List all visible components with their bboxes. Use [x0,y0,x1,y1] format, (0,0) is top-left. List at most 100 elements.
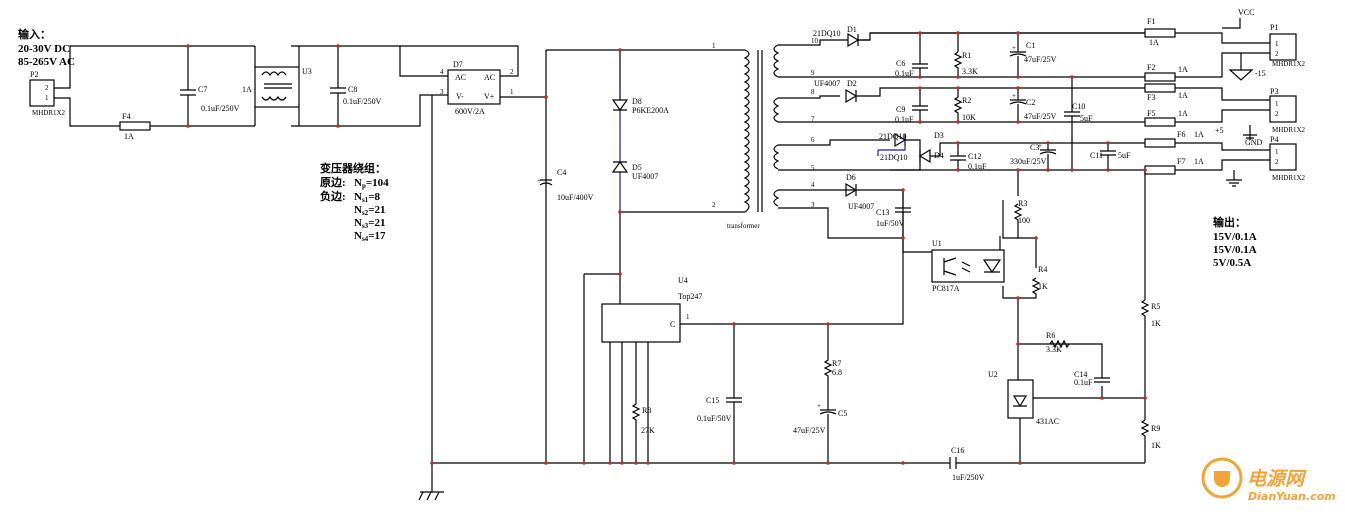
svg-text:C2: C2 [1026,98,1035,107]
svg-text:GND: GND [1245,138,1263,147]
svg-text:V+: V+ [484,92,495,101]
svg-text:10uF/400V: 10uF/400V [557,193,594,202]
svg-text:V-: V- [456,92,464,101]
svg-text:F1: F1 [1147,17,1155,26]
svg-text:3.3K: 3.3K [1046,345,1062,354]
svg-text:AC: AC [484,73,495,82]
bridge-rectifier-d7 [447,69,501,105]
svg-text:+: + [1012,44,1016,52]
svg-text:C14: C14 [1074,370,1087,379]
svg-text:C4: C4 [557,168,566,177]
fuse-f6 [1144,138,1176,148]
svg-text:变压器绕组：: 变压器绕组： [320,161,386,175]
svg-text:D1: D1 [847,25,857,34]
svg-text:D8: D8 [632,97,642,106]
svg-text:5uF: 5uF [1080,114,1093,123]
svg-text:MHDR1X2: MHDR1X2 [1272,126,1306,134]
svg-text:D5: D5 [632,163,642,172]
svg-text:+: + [537,177,541,185]
svg-text:R6: R6 [1046,331,1055,340]
svg-text:UF4007: UF4007 [632,172,658,181]
fuse-f2 [1144,72,1176,82]
svg-text:6.8: 6.8 [832,368,842,377]
svg-text:F3: F3 [1147,93,1155,102]
svg-text:100: 100 [1018,216,1030,225]
svg-text:负边:: 负边: [320,189,346,203]
input-title: 输入： [18,27,51,41]
svg-text:5: 5 [811,164,815,172]
svg-text:1A: 1A [1178,91,1188,100]
p2-part: MHDR1X2 [32,109,66,117]
svg-text:P4: P4 [1270,135,1278,144]
svg-text:UF4007: UF4007 [814,79,840,88]
input-voltage-ac: 85-265V AC [18,56,75,68]
svg-text:C13: C13 [876,208,889,217]
svg-text:1uF/50V: 1uF/50V [876,219,905,228]
svg-text:0.1uF: 0.1uF [895,69,914,78]
svg-text:1A: 1A [1149,38,1159,47]
svg-text:输出：: 输出： [1213,215,1246,229]
svg-text:21DQ10: 21DQ10 [880,153,908,162]
svg-text:+: + [817,402,821,410]
svg-text:6: 6 [811,136,815,144]
svg-text:C11: C11 [1090,151,1103,160]
svg-text:D2: D2 [847,79,857,88]
svg-text:U4: U4 [678,276,688,285]
svg-text:2: 2 [45,84,49,92]
svg-text:1: 1 [712,42,716,50]
svg-text:47uF/25V: 47uF/25V [793,426,826,435]
svg-text:1K: 1K [1151,319,1161,328]
svg-text:F5: F5 [1147,109,1155,118]
fuse-f3 [1144,83,1176,93]
svg-text:R1: R1 [962,51,971,60]
svg-text:C5: C5 [838,409,847,418]
svg-text:C10: C10 [1072,102,1085,111]
svg-text:1: 1 [1275,40,1279,48]
connector-p1 [1269,33,1297,61]
connector-p2 [29,79,55,107]
svg-text:1A: 1A [1178,65,1188,74]
svg-text:U3: U3 [302,67,312,76]
svg-text:1A: 1A [124,132,134,141]
svg-text:Np=104: Np=104 [354,177,389,190]
svg-text:4: 4 [440,68,444,76]
svg-text:MHDR1X2: MHDR1X2 [1272,174,1306,182]
svg-text:-15: -15 [1255,69,1266,78]
svg-text:1A: 1A [1194,130,1204,139]
svg-text:3: 3 [440,88,444,96]
fuse-f5 [1144,117,1176,127]
svg-text:7: 7 [811,115,815,123]
fuse-f7 [1144,165,1176,175]
junction-dots [186,31,1147,465]
svg-text:1A: 1A [1178,109,1188,118]
svg-text:F2: F2 [1147,63,1155,72]
svg-text:0.1uF/250V: 0.1uF/250V [343,97,382,106]
svg-text:2: 2 [510,68,514,76]
switcher-u4 [601,303,681,343]
svg-text:C9: C9 [896,105,905,114]
svg-text:C12: C12 [968,152,981,161]
svg-text:2: 2 [712,201,716,209]
svg-text:Ns1=8: Ns1=8 [354,191,380,204]
svg-text:600V/2A: 600V/2A [455,107,485,116]
svg-text:R4: R4 [1038,265,1047,274]
svg-text:Top247: Top247 [678,292,702,301]
svg-text:F7: F7 [1177,157,1185,166]
svg-text:+: + [1038,142,1042,150]
svg-text:UF4007: UF4007 [848,202,874,211]
svg-text:10: 10 [811,37,819,45]
svg-text:C7: C7 [198,85,207,94]
svg-text:R2: R2 [962,96,971,105]
p2-label: P2 [30,70,38,79]
svg-text:C16: C16 [951,446,964,455]
svg-text:Ns3=21: Ns3=21 [354,217,385,230]
svg-text:21DQ10: 21DQ10 [879,132,907,141]
connector-p3 [1269,95,1297,123]
svg-text:DianYuan.com: DianYuan.com [1248,490,1336,503]
svg-text:C1: C1 [1026,41,1035,50]
svg-text:1K: 1K [1038,282,1048,291]
svg-text:P1: P1 [1270,23,1278,32]
svg-text:电源网: 电源网 [1247,468,1307,490]
svg-text:U2: U2 [988,370,998,379]
svg-text:R5: R5 [1151,302,1160,311]
